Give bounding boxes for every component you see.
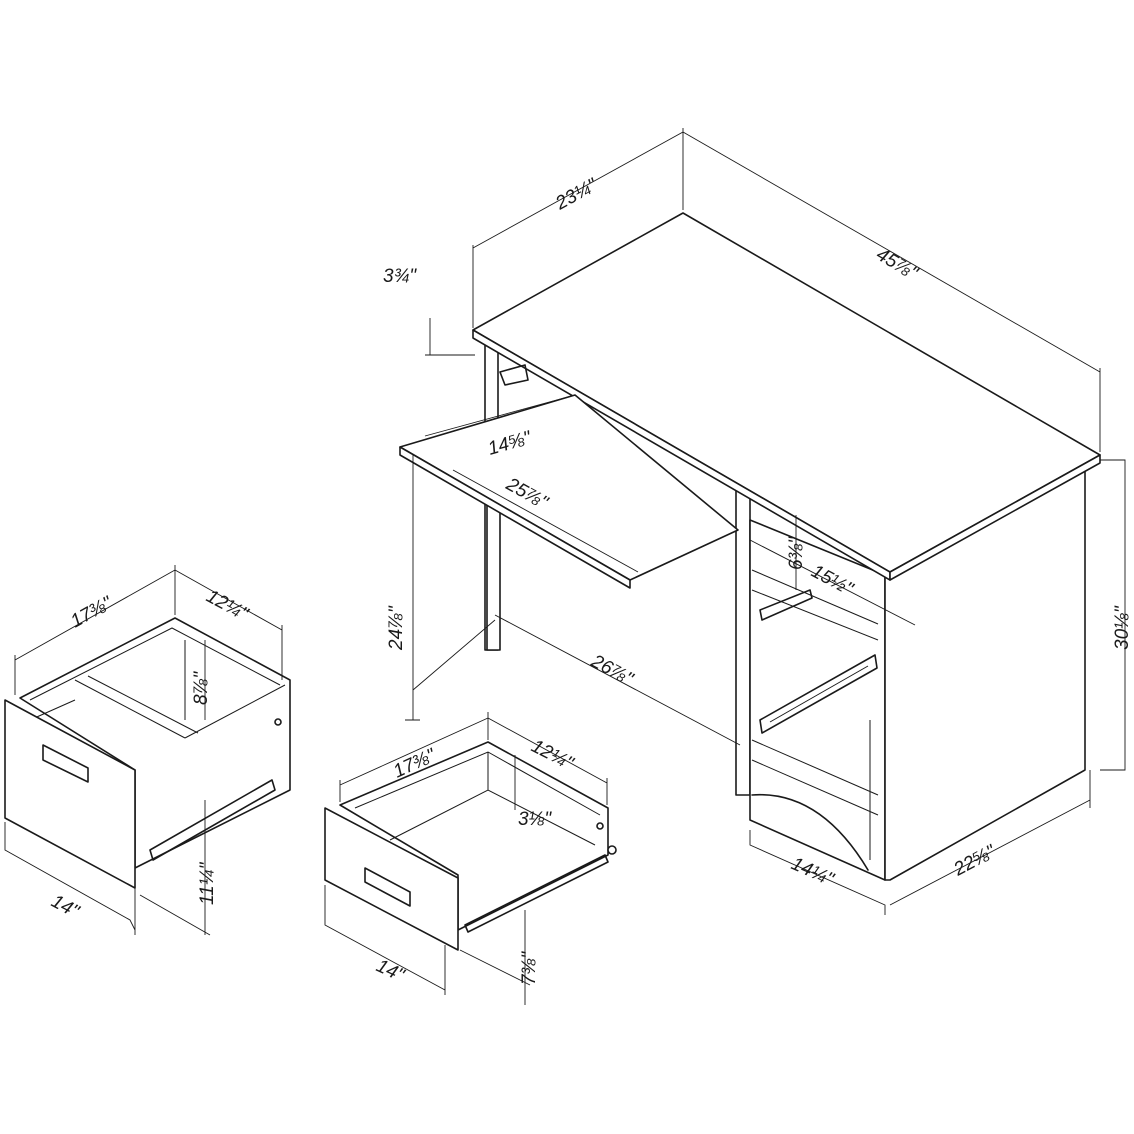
small-drawer-inner-floor (389, 752, 596, 846)
keyboard-tray-width-line (452, 469, 639, 573)
desk-illustration (399, 212, 1101, 881)
small-drawer-knob (607, 845, 617, 855)
small-drawer-slide (464, 854, 609, 933)
top-thickness-label: 3¾" (383, 266, 417, 287)
file-drawer-inner-edge (184, 684, 286, 739)
file-drawer-top-rim (29, 627, 281, 701)
pedestal-depth-label: 22⅝" (950, 841, 1000, 881)
file-drawer-front-height-label: 11¼" (197, 861, 218, 905)
kneespace-width-line (412, 614, 741, 746)
desk-pedestal-shelf-4 (751, 759, 879, 816)
file-drawer-inner-width-line (174, 569, 283, 680)
file-drawer-front-width-line (4, 822, 136, 935)
small-drawer-body (339, 741, 609, 931)
file-drawer-inner-height-label: 8⅞" (191, 671, 212, 705)
file-drawer-front-width-label: 14" (48, 891, 84, 923)
kneespace-width-label: 26⅞" (587, 650, 637, 690)
keyboard-tray-slide (499, 364, 529, 386)
desk-height-line (1100, 459, 1126, 771)
small-drawer-front-width-label: 14" (373, 955, 408, 986)
small-drawer-depth-line (339, 712, 489, 802)
file-drawer-inner-width-label: 12¼" (203, 586, 253, 626)
small-drawer-inner-height-label: 3⅛" (518, 809, 552, 830)
keyboard-tray-depth-line (424, 394, 576, 437)
file-drawer-front-height-line (139, 800, 211, 936)
desk-lower-slide-detail (769, 665, 869, 723)
desk-front-left-leg (486, 499, 501, 651)
file-drawer-depth-line (14, 565, 176, 695)
file-drawer-handle (42, 744, 89, 783)
top-thickness-line (425, 318, 475, 356)
small-drawer-inner-width-line (487, 717, 608, 805)
pedestal-width-label: 14¼" (788, 853, 838, 890)
desk-width-extension (682, 128, 1101, 452)
small-drawer-front (324, 807, 459, 951)
file-drawer-dimension-lines (4, 565, 283, 936)
shelf-clearance-label: 6⅜" (786, 536, 807, 570)
desk-width-line (682, 131, 1101, 373)
desk-upper-slide (759, 589, 813, 621)
small-drawer-illustration (324, 741, 617, 951)
file-drawer-slide (149, 779, 276, 861)
desk-kick-arch (751, 793, 869, 871)
small-drawer-screw (596, 822, 604, 830)
kneespace-height-label: 24⅞" (386, 605, 407, 651)
desk-pedestal-shelf-3 (751, 739, 879, 796)
small-drawer-front-width-line (324, 885, 446, 995)
shelf-depth-line (749, 539, 916, 626)
desk-top-side-edge (889, 454, 1101, 581)
small-drawer-front-height-label: 7⅜" (519, 951, 540, 985)
desk-height-label: 30⅛" (1112, 605, 1133, 650)
desk-depth-label: 23¼" (551, 174, 601, 215)
pedestal-depth-line (889, 770, 1091, 906)
desk-lower-slide (759, 654, 878, 734)
desk-width-label: 45⅞" (873, 244, 922, 285)
desk-pedestal-shelf-1 (751, 569, 879, 625)
small-drawer-handle (364, 867, 411, 907)
file-drawer-depth-label: 17⅜" (67, 592, 117, 632)
small-drawer-dimension-lines (324, 712, 608, 1005)
small-drawer-front-height-line (459, 910, 531, 1005)
desk-depth-line (472, 131, 684, 249)
desk-dimension-lines (405, 128, 1126, 915)
file-drawer-screw (274, 718, 282, 726)
kneespace-height-line (405, 455, 420, 721)
file-drawer-illustration (4, 617, 291, 889)
desk-pedestal-shelf-2 (751, 589, 879, 641)
desk-middle-leg (735, 489, 751, 796)
file-drawer-divider (74, 675, 199, 739)
keyboard-tray-front-edge (399, 446, 631, 589)
pedestal-width-line (749, 830, 886, 915)
